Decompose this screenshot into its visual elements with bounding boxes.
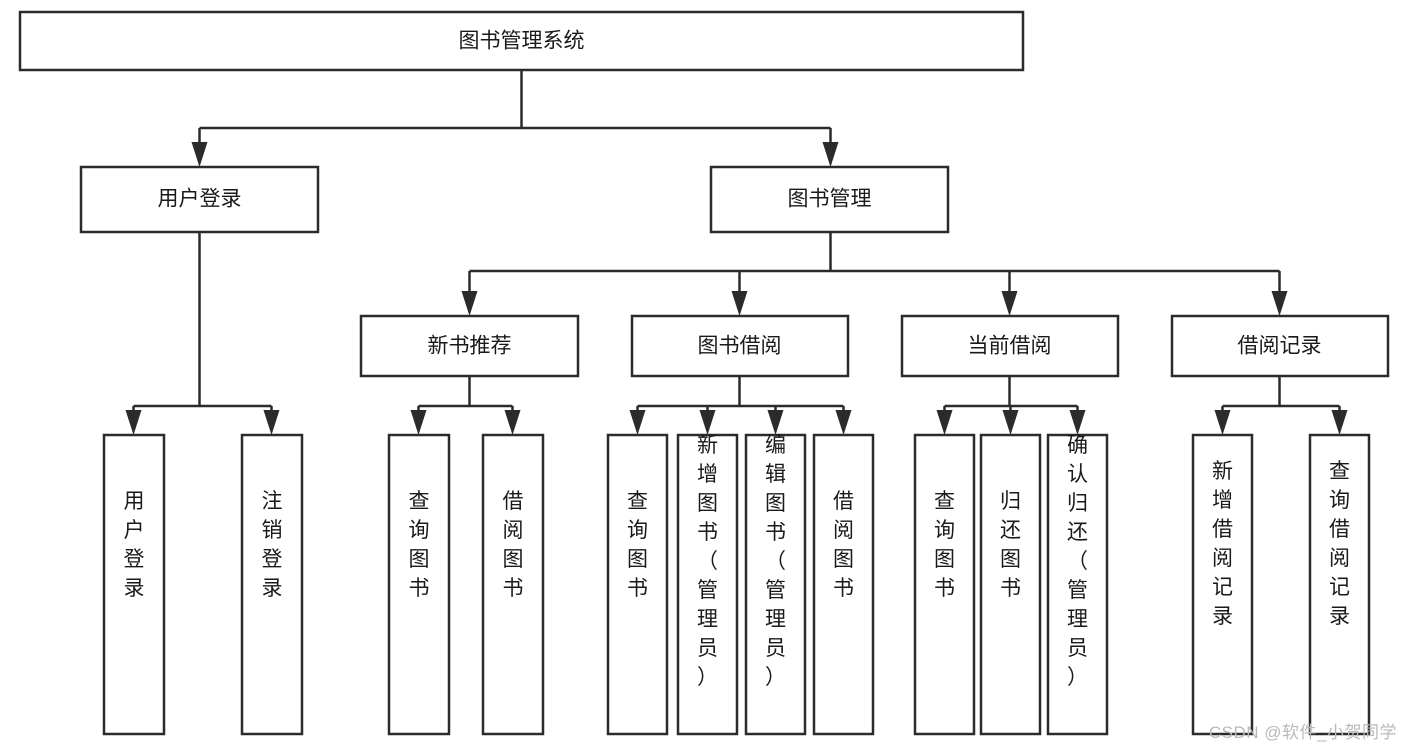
leaf-node-borrow-record-1[interactable]: 新增借阅记录 (1191, 433, 1254, 736)
node-borrow-record[interactable]: 借阅记录 (1170, 314, 1390, 378)
leaf-node-borrow-record-1-box[interactable] (1191, 433, 1254, 736)
node-borrow-record-box[interactable] (1170, 314, 1390, 378)
connector-group-book-borrow (629, 376, 852, 435)
node-new-book-recommend[interactable]: 新书推荐 (359, 314, 580, 378)
leaf-node-new-book-recommend-1-box[interactable] (387, 433, 451, 736)
connector-group-root (191, 70, 839, 167)
node-book-borrow-label: 图书借阅 (698, 335, 782, 358)
leaf-node-new-book-recommend-1-label: 查询图书 (409, 490, 430, 600)
leaf-node-user-login-2[interactable]: 注销登录 (240, 433, 304, 736)
leaf-node-book-borrow-4-label: 借阅图书 (833, 490, 854, 600)
leaf-node-current-borrow-3-label: 确认归还（管理员） (1067, 434, 1088, 689)
leaf-node-current-borrow-1[interactable]: 查询图书 (913, 433, 976, 736)
leaf-node-borrow-record-2[interactable]: 查询借阅记录 (1308, 433, 1371, 736)
leaf-node-book-borrow-2[interactable]: 新增图书（管理员） (676, 433, 739, 736)
arrowhead-leaf-user-login-2 (263, 410, 280, 435)
arrowhead-leaf-user-login-1 (125, 410, 142, 435)
node-root-system-label: 图书管理系统 (459, 30, 585, 53)
arrowhead-leaf-cb-2 (1002, 410, 1019, 435)
arrowhead-book-mgmt (822, 142, 839, 167)
leaf-node-new-book-recommend-2[interactable]: 借阅图书 (481, 433, 545, 736)
leaf-node-current-borrow-2[interactable]: 归还图书 (979, 433, 1042, 736)
arrowhead-new-book-recommend (461, 291, 478, 316)
arrowhead-leaf-bb-1 (629, 410, 646, 435)
node-book-management-box[interactable] (709, 165, 950, 234)
leaf-node-book-borrow-4[interactable]: 借阅图书 (812, 433, 875, 736)
leaf-node-book-borrow-4-box[interactable] (812, 433, 875, 736)
leaf-node-user-login-1-label: 用户登录 (124, 490, 145, 600)
leaf-node-user-login-1[interactable]: 用户登录 (102, 433, 166, 736)
leaf-node-book-borrow-1-label: 查询图书 (627, 490, 648, 600)
leaf-node-current-borrow-2-label: 归还图书 (1000, 490, 1021, 600)
arrowhead-leaf-br-1 (1214, 410, 1231, 435)
leaf-node-new-book-recommend-1[interactable]: 查询图书 (387, 433, 451, 736)
arrowhead-leaf-cb-3 (1069, 410, 1086, 435)
leaf-node-borrow-record-2-box[interactable] (1308, 433, 1371, 736)
leaf-node-current-borrow-1-label: 查询图书 (934, 490, 955, 600)
node-user-login-box[interactable] (79, 165, 320, 234)
arrowhead-leaf-br-2 (1331, 410, 1348, 435)
connector-group-borrow-record (1214, 376, 1348, 435)
arrowhead-leaf-cb-1 (936, 410, 953, 435)
leaf-node-new-book-recommend-2-box[interactable] (481, 433, 545, 736)
node-current-borrow-label: 当前借阅 (968, 335, 1052, 358)
leaf-node-user-login-1-box[interactable] (102, 433, 166, 736)
connector-group-current-borrow (936, 376, 1086, 435)
leaf-node-book-borrow-1-box[interactable] (606, 433, 669, 736)
node-book-borrow[interactable]: 图书借阅 (630, 314, 850, 378)
connector-group-user-login (125, 232, 280, 435)
node-root-system-box[interactable] (18, 10, 1025, 72)
node-book-management[interactable]: 图书管理 (709, 165, 950, 234)
leaf-node-borrow-record-2-label: 查询借阅记录 (1329, 460, 1350, 628)
node-user-login-label: 用户登录 (158, 188, 242, 211)
arrowhead-current-borrow (1001, 291, 1018, 316)
node-root-system[interactable]: 图书管理系统 (18, 10, 1025, 72)
node-new-book-recommend-label: 新书推荐 (428, 335, 512, 358)
leaf-node-book-borrow-1[interactable]: 查询图书 (606, 433, 669, 736)
leaf-node-current-borrow-2-box[interactable] (979, 433, 1042, 736)
arrowhead-leaf-bb-2 (699, 410, 716, 435)
leaf-node-user-login-2-label: 注销登录 (262, 490, 283, 600)
connector-group-new-book-recommend (410, 376, 521, 435)
leaf-node-current-borrow-3[interactable]: 确认归还（管理员） (1046, 433, 1109, 736)
leaf-node-book-borrow-2-box[interactable] (676, 433, 739, 736)
leaf-node-user-login-2-box[interactable] (240, 433, 304, 736)
node-user-login[interactable]: 用户登录 (79, 165, 320, 234)
leaf-node-new-book-recommend-2-label: 借阅图书 (503, 490, 524, 600)
leaf-node-book-borrow-2-label: 新增图书（管理员） (697, 434, 718, 689)
leaf-node-book-borrow-3-label: 编辑图书（管理员） (765, 434, 786, 689)
arrowhead-borrow-record (1271, 291, 1288, 316)
connector-group-book-mgmt (461, 232, 1288, 316)
arrowhead-leaf-bb-3 (767, 410, 784, 435)
arrowhead-leaf-bb-4 (835, 410, 852, 435)
arrowhead-book-borrow (731, 291, 748, 316)
node-current-borrow-box[interactable] (900, 314, 1120, 378)
leaf-node-borrow-record-1-label: 新增借阅记录 (1212, 460, 1233, 628)
arrowhead-leaf-nbr-2 (504, 410, 521, 435)
arrowhead-leaf-nbr-1 (410, 410, 427, 435)
leaf-node-current-borrow-1-box[interactable] (913, 433, 976, 736)
leaf-node-current-borrow-3-box[interactable] (1046, 433, 1109, 736)
node-new-book-recommend-box[interactable] (359, 314, 580, 378)
leaf-node-book-borrow-3-box[interactable] (744, 433, 807, 736)
csdn-watermark: CSDN @软件_小贺同学 (1208, 723, 1397, 742)
leaf-node-book-borrow-3[interactable]: 编辑图书（管理员） (744, 433, 807, 736)
node-borrow-record-label: 借阅记录 (1238, 335, 1322, 358)
arrowhead-user-login (191, 142, 208, 167)
node-book-borrow-box[interactable] (630, 314, 850, 378)
node-current-borrow[interactable]: 当前借阅 (900, 314, 1120, 378)
node-book-management-label: 图书管理 (788, 188, 872, 211)
